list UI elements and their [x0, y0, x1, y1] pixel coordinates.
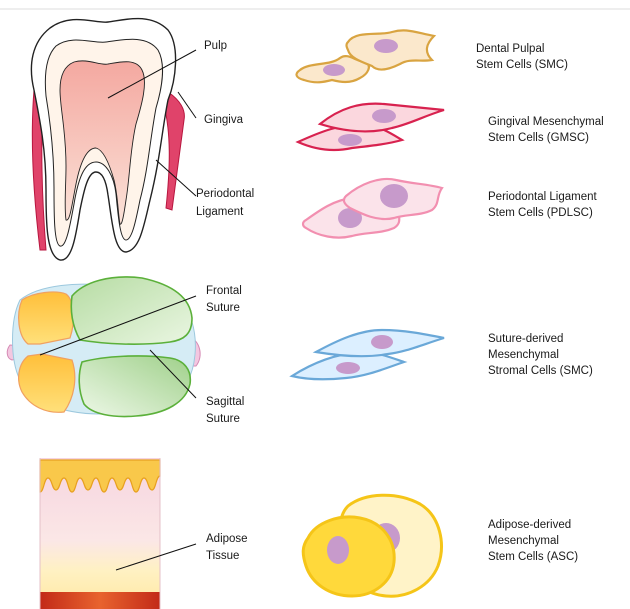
gingiva-label: Gingiva	[204, 114, 244, 126]
sagittal-label-line1: Sagittal	[206, 396, 244, 408]
suture-label-line1: Suture-derived	[488, 333, 563, 345]
skull-green-upper	[71, 277, 192, 344]
frontal-label-line1: Frontal	[206, 285, 242, 297]
gingival-cell-2-nucleus	[372, 109, 396, 123]
sagittal-label-line2: Suture	[206, 413, 240, 425]
asc-label-line1: Adipose-derived	[488, 519, 571, 531]
suture-cell-2-nucleus	[371, 335, 393, 349]
dpsc-label-line2: Stem Cells (SMC)	[476, 59, 568, 71]
periodontal-label-line1: Periodontal	[196, 188, 254, 200]
gingival-cell-1-nucleus	[338, 134, 362, 146]
skull-orange-upper	[19, 292, 74, 344]
pulp-label: Pulp	[204, 40, 227, 52]
asc-label-line3: Stem Cells (ASC)	[488, 551, 578, 563]
pdlsc-label-line2: Stem Cells (PDLSC)	[488, 207, 593, 219]
adipose-label-line2: Tissue	[206, 550, 239, 562]
asc-label-line2: Mesenchymal	[488, 535, 559, 547]
adipose-derived-stem-cells	[303, 495, 441, 596]
dental-pulpal-stem-cells	[297, 30, 434, 82]
suture-label-line2: Mesenchymal	[488, 349, 559, 361]
adipose-cell-front	[303, 517, 394, 596]
tooth-illustration	[31, 19, 184, 261]
skull-green-lower	[79, 356, 190, 417]
pdl-cell-2-nucleus	[380, 184, 408, 208]
adipose-label-line1: Adipose	[206, 533, 248, 545]
gingival-stem-cells	[298, 104, 444, 150]
adipose-cell-front-nucleus	[327, 536, 349, 564]
skull-illustration	[7, 277, 200, 417]
gmsc-label-line2: Stem Cells (GMSC)	[488, 132, 589, 144]
pdlsc-label-line1: Periodontal Ligament	[488, 191, 597, 203]
skull-orange-lower	[19, 354, 75, 412]
pulp-cell-1-nucleus	[323, 64, 345, 76]
gmsc-label-line1: Gingival Mesenchymal	[488, 116, 604, 128]
suture-cell-1-nucleus	[336, 362, 360, 374]
suture-derived-cells	[292, 330, 444, 379]
adipose-tissue-illustration	[40, 458, 160, 609]
adipose-muscle-layer	[40, 592, 160, 609]
pulp-cell-2-nucleus	[374, 39, 398, 53]
periodontal-label-line2: Ligament	[196, 206, 244, 218]
frontal-label-line2: Suture	[206, 302, 240, 314]
suture-label-line3: Stromal Cells (SMC)	[488, 365, 593, 377]
dpsc-label-line1: Dental Pulpal	[476, 43, 544, 55]
periodontal-ligament-stem-cells	[303, 179, 442, 238]
